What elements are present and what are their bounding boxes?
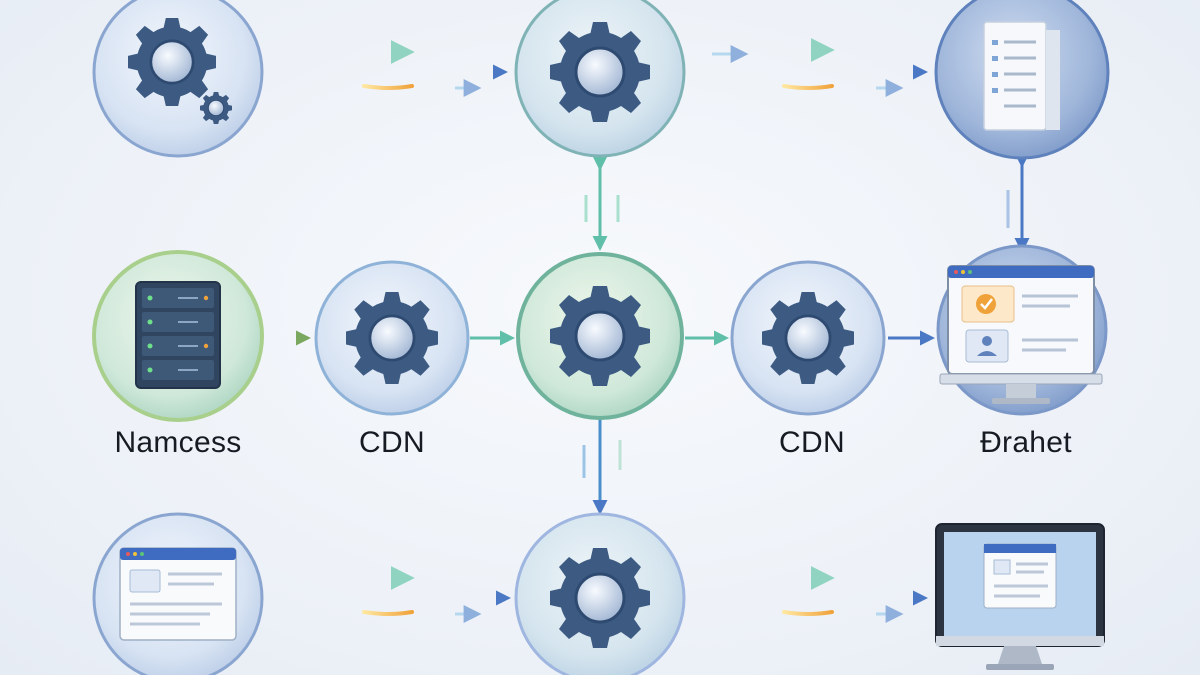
gear-icon: [760, 290, 856, 386]
gear-icon: [548, 546, 652, 650]
settings-gear-node[interactable]: [92, 0, 264, 158]
client-node-label: Ðrahet: [980, 426, 1072, 459]
document-stack-node[interactable]: [934, 0, 1110, 160]
browser-window-icon: [119, 547, 237, 641]
connector-top-right: [683, 38, 928, 97]
server-rack-icon: [135, 281, 221, 389]
desktop-monitor-icon: [935, 523, 1105, 670]
monitor-node-right[interactable]: [936, 244, 1108, 416]
connector-bottom-right: [683, 566, 928, 623]
connector-vertical-upper: [584, 156, 620, 251]
desktop-monitor-node[interactable]: [935, 523, 1105, 670]
gear-icon: [548, 284, 652, 388]
server-node[interactable]: [92, 250, 264, 422]
connector-vertical-lower: [582, 418, 622, 515]
server-node-label: Namcess: [114, 426, 242, 459]
gear-icon: [344, 290, 440, 386]
cdn-node-right[interactable]: [730, 260, 886, 416]
cdn-node-left[interactable]: [314, 260, 470, 416]
gear-node-center[interactable]: [516, 252, 684, 420]
document-stack-icon: [983, 21, 1060, 131]
connector-vertical-right: [1006, 153, 1030, 253]
gear-node-bottom-middle[interactable]: [514, 512, 686, 675]
gear-icon: [548, 20, 652, 124]
connector-bottom-left: [262, 566, 511, 623]
cdn-left-label: CDN: [359, 426, 425, 459]
cdn-right-label: CDN: [779, 426, 845, 459]
connector-top-left: [262, 40, 508, 97]
monitor-profile-icon: [939, 265, 1103, 404]
gear-node-top-middle[interactable]: [514, 0, 686, 158]
browser-window-node[interactable]: [92, 512, 264, 675]
